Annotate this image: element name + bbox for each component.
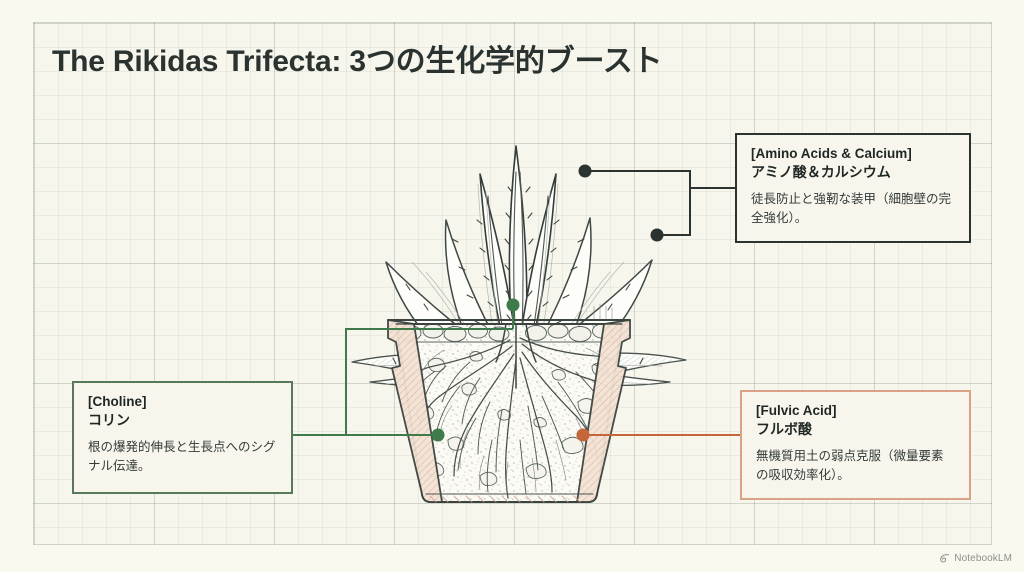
- callout-body: 根の爆発的伸長と生長点へのシグナル伝達。: [88, 439, 276, 474]
- agave-plant-illustration: [330, 110, 710, 520]
- notebooklm-spiral-icon: [939, 553, 950, 564]
- page-title: The Rikidas Trifecta: 3つの生化学的ブースト: [52, 45, 663, 78]
- callout-title: コリン: [88, 412, 130, 429]
- callout-eyebrow: [Amino Acids & Calcium]: [751, 146, 912, 161]
- notebooklm-watermark: NotebookLM: [939, 553, 1012, 564]
- callout-title: アミノ酸＆カルシウム: [751, 164, 891, 181]
- notebooklm-label: NotebookLM: [954, 553, 1012, 564]
- callout-eyebrow: [Choline]: [88, 394, 147, 409]
- callout-body: 徒長防止と強靭な装甲（細胞壁の完全強化）。: [751, 191, 952, 226]
- callout-body: 無機質用土の弱点克服（微量要素の吸収効率化）。: [756, 448, 944, 483]
- callout-fulvic-acid[interactable]: [Fulvic Acid] フルボ酸 無機質用土の弱点克服（微量要素の吸収効率化…: [740, 390, 971, 500]
- callout-eyebrow: [Fulvic Acid]: [756, 403, 837, 418]
- callout-choline[interactable]: [Choline] コリン 根の爆発的伸長と生長点へのシグナル伝達。: [72, 381, 293, 494]
- callout-title: フルボ酸: [756, 421, 812, 438]
- callout-amino-acids-calcium[interactable]: [Amino Acids & Calcium] アミノ酸＆カルシウム 徒長防止と…: [735, 133, 971, 243]
